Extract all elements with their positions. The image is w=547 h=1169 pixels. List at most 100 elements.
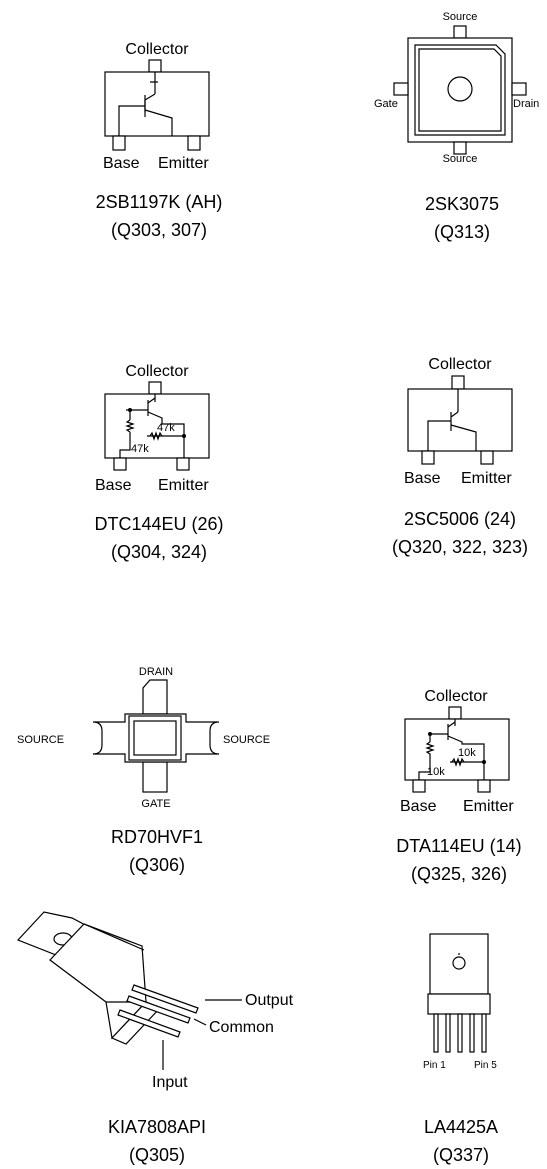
lead-output [131, 984, 199, 1014]
gate-tab [142, 761, 168, 793]
pin-label-base: Base [95, 477, 132, 494]
pin-label-gate: Gate [374, 98, 398, 110]
pin-label-emitter: Emitter [461, 470, 512, 487]
pin-label-base: Base [400, 798, 437, 815]
pin-label-emitter: Emitter [463, 798, 514, 815]
junction-dot [128, 408, 132, 412]
junction-dot [428, 732, 432, 736]
pin-leads [433, 1013, 487, 1053]
resistor-value-r1: 47k [131, 443, 149, 455]
package-body [104, 71, 210, 137]
reference-designators: (Q303, 307) [111, 220, 207, 240]
part-number: 2SB1197K (AH) [96, 192, 223, 212]
pin-label-source-bottom: Source [443, 153, 478, 165]
part-number: RD70HVF1 [111, 827, 203, 847]
package-inner-frame-2 [418, 48, 502, 132]
gate-pad [393, 82, 409, 96]
pin-label-collector: Collector [424, 688, 488, 705]
component-2sk3075: Source Gate Drain Source 2SK3075 (Q313) [374, 11, 539, 242]
pin-label-base: Base [103, 155, 140, 172]
reference-designators: (Q325, 326) [411, 864, 507, 884]
resistor-r2 [451, 757, 465, 767]
package-lower [427, 993, 491, 1015]
component-la4425a: Pin 1 Pin 5 LA4425A (Q337) [423, 933, 498, 1165]
pin-label-emitter: Emitter [158, 155, 209, 172]
pin-label-drain: DRAIN [139, 666, 173, 678]
resistor-value-r1: 10k [427, 766, 445, 778]
component-2sc5006: Collector Base Emitter 2SC5006 (24) (Q32… [392, 356, 528, 557]
component-2sb1197k: Collector Base Emitter 2SB1197K (AH) (Q3… [96, 41, 223, 240]
part-number: KIA7808API [108, 1117, 206, 1137]
collector-pad [148, 59, 162, 73]
drain-tab [142, 679, 168, 715]
component-rd70hvf1: DRAIN SOURCE SOURCE GATE RD70HVF1 (Q306) [17, 666, 270, 875]
reference-designators: (Q337) [433, 1145, 489, 1165]
source-bottom-pad [453, 141, 467, 155]
base-pad [421, 450, 435, 465]
transistor-symbol [418, 719, 485, 780]
pin-label-base: Base [404, 470, 441, 487]
part-number: DTC144EU (26) [94, 514, 223, 534]
part-number: 2SC5006 (24) [404, 509, 516, 529]
base-pad [112, 135, 126, 151]
reference-designators: (Q313) [434, 222, 490, 242]
pin-label-source-left: SOURCE [17, 734, 64, 746]
junction-dot [482, 760, 486, 764]
resistor-r1 [425, 741, 435, 756]
component-kia7808api: Output Common Input KIA7808API (Q305) [16, 911, 294, 1165]
drain-pad [511, 82, 527, 96]
collector-pad [148, 381, 162, 395]
junction-dot [182, 434, 186, 438]
resistor-value-r2: 10k [458, 747, 476, 759]
pin-label-collector: Collector [125, 41, 189, 58]
leader-common [193, 1018, 207, 1026]
pin-label-gate: GATE [141, 798, 170, 810]
part-number: DTA114EU (14) [396, 836, 521, 856]
pin-label-source-top: Source [443, 11, 478, 23]
package-body [404, 718, 510, 781]
package-body [407, 388, 513, 452]
emitter-pad [187, 135, 201, 151]
emitter-pad [477, 779, 491, 793]
pin-label-pin5: Pin 5 [474, 1060, 497, 1071]
pin-label-source-right: SOURCE [223, 734, 270, 746]
component-dta114eu: Collector 10k 10k Base Emitter DTA114EU … [396, 688, 521, 884]
pin-label-output: Output [245, 992, 294, 1009]
package-body [429, 933, 489, 995]
reference-designators: (Q305) [129, 1145, 185, 1165]
transistor-symbol [427, 389, 477, 451]
pin-label-collector: Collector [428, 356, 492, 373]
part-number: LA4425A [424, 1117, 498, 1137]
lead-common [126, 995, 191, 1024]
pin-label-input: Input [152, 1074, 188, 1091]
pin-label-emitter: Emitter [158, 477, 209, 494]
reference-designators: (Q304, 324) [111, 542, 207, 562]
package-inner-frame [414, 44, 506, 136]
emitter-pad [176, 457, 190, 471]
pin-label-pin1: Pin 1 [423, 1060, 446, 1071]
pin-label-common: Common [209, 1019, 274, 1036]
resistor-r2 [149, 431, 163, 441]
base-pad [412, 779, 426, 793]
resistor-r1 [125, 419, 135, 433]
collector-pad [451, 375, 465, 390]
reference-designators: (Q306) [129, 855, 185, 875]
pin-label-collector: Collector [125, 363, 189, 380]
source-top-pad [453, 25, 467, 39]
part-number: 2SK3075 [425, 194, 499, 214]
package-body [104, 393, 210, 459]
component-dtc144eu: Collector 47k 47k Base Emitter DTC144EU … [94, 363, 223, 562]
package-center-circle [447, 76, 473, 102]
mounting-hole [452, 956, 466, 970]
base-pad [113, 457, 127, 471]
emitter-pad [480, 450, 494, 465]
pin-label-drain: Drain [513, 98, 539, 110]
lead-input [117, 1009, 181, 1038]
package-body [407, 37, 513, 143]
resistor-value-r2: 47k [157, 422, 175, 434]
reference-designators: (Q320, 322, 323) [392, 537, 528, 557]
die [133, 720, 177, 756]
die-outline [128, 715, 182, 761]
collector-pad [448, 706, 462, 720]
